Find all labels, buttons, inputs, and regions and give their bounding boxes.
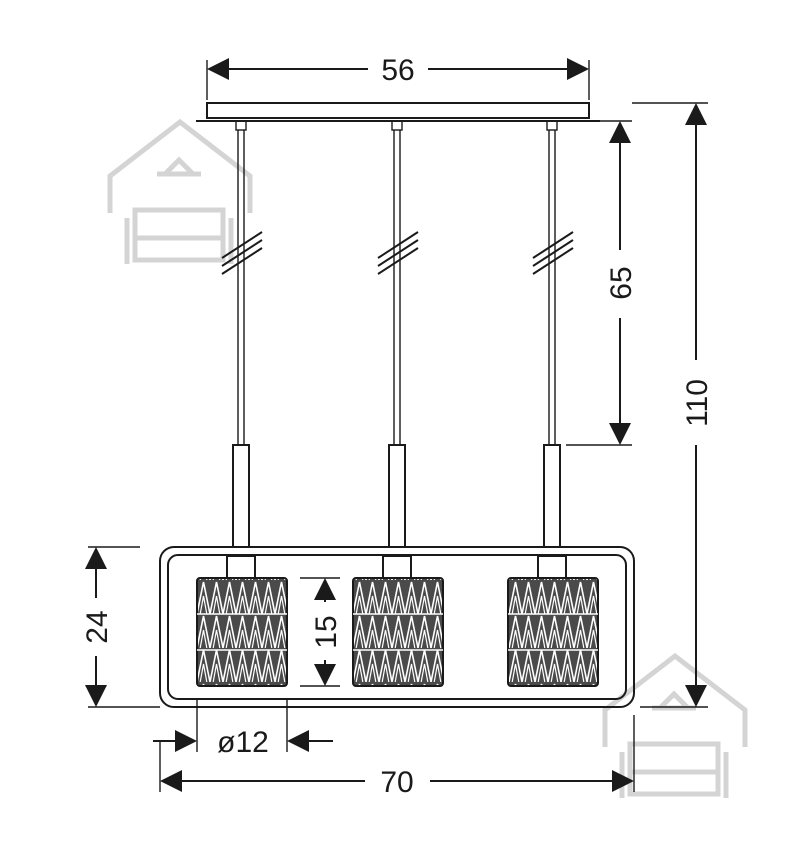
pendant-tubes <box>232 444 561 548</box>
dimension-total-height: 110 <box>632 102 714 708</box>
dimension-frame-height: 24 <box>81 546 160 708</box>
label-shade-diameter: ø12 <box>217 726 269 759</box>
shade-middle <box>352 555 444 687</box>
dimension-shade-height: 15 <box>300 577 343 687</box>
label-shade-height: 15 <box>310 615 343 648</box>
label-total-height: 110 <box>681 379 714 427</box>
suspension-cables <box>221 120 574 445</box>
dimension-shade-diameter: ø12 <box>153 700 333 759</box>
dimension-total-width: 70 <box>159 715 635 799</box>
label-canopy-width: 56 <box>381 54 414 87</box>
house-sofa-watermark-icon <box>107 118 253 264</box>
label-total-width: 70 <box>380 766 413 799</box>
dimension-canopy-width: 56 <box>206 54 590 100</box>
dimension-cable-length: 65 <box>566 120 638 446</box>
ceiling-canopy <box>196 102 600 122</box>
shade-left <box>196 555 288 687</box>
label-frame-height: 24 <box>81 610 114 643</box>
label-cable-length: 65 <box>605 266 638 299</box>
glass-shades <box>196 555 599 687</box>
shade-right <box>507 555 599 687</box>
